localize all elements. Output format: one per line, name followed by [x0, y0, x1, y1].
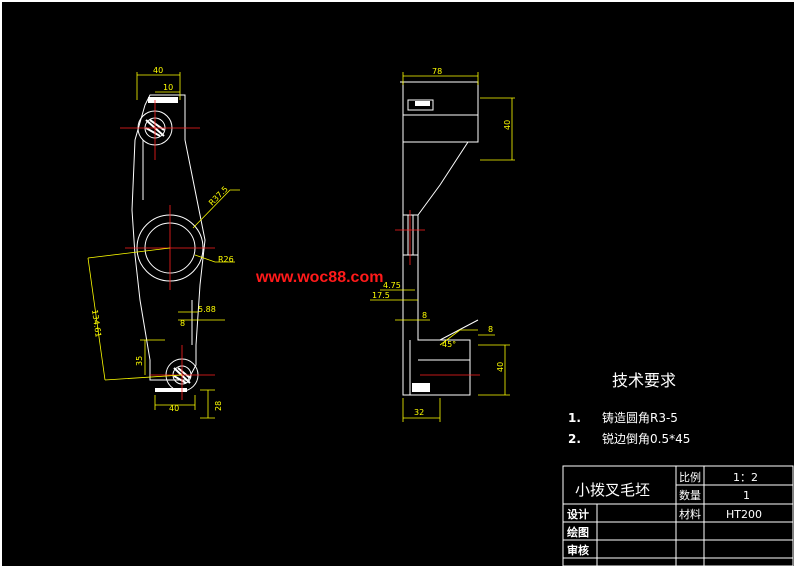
title-block: 小拨叉毛坯 比例 1：2 数量 1 材料 HT200 设计 绘图 审核 [562, 465, 794, 567]
qty-value: 1 [743, 489, 750, 502]
dim-r26-leader [194, 254, 235, 263]
side-chamfer [439, 319, 479, 341]
dim-side-top-height-line [480, 97, 515, 161]
side-view: 78 40 4.75 17.5 8 45° 8 40 32 [370, 67, 515, 422]
dim-front-bottom-width: 40 [169, 404, 179, 413]
top-flange [148, 97, 178, 103]
material-label: 材料 [679, 507, 701, 521]
dim-front-small-len: 35 [135, 356, 144, 366]
dim-top-width-line [136, 72, 181, 100]
dim-side-d4: 8 [488, 325, 493, 334]
side-lower-lines [409, 340, 470, 395]
dim-side-angle-line [439, 329, 478, 346]
dim-small-len-line [140, 339, 165, 375]
side-bottom-slot [412, 383, 430, 392]
tech-req-num-2: 2. [568, 432, 581, 446]
side-centerline-mid [395, 210, 425, 265]
mid-centerline [125, 205, 215, 290]
dim-side-bottom-height: 40 [496, 362, 505, 372]
dim-front-r37: R37.5 [207, 185, 230, 208]
dim-side-top-width-line [402, 72, 479, 85]
side-upper-lines [403, 114, 478, 143]
dim-slot-line [178, 311, 225, 321]
side-outline [400, 81, 479, 396]
dim-center-dist-line [87, 247, 183, 381]
dim-bottom-width-line [154, 395, 196, 410]
dim-front-small-a: 8 [180, 319, 185, 328]
dim-front-bottom-height: 28 [214, 401, 223, 411]
dim-front-r26: R26 [218, 255, 234, 264]
material-value: HT200 [726, 508, 762, 521]
scale-label: 比例 [679, 470, 701, 484]
dim-side-small-lines [370, 289, 430, 321]
dim-front-top-offset: 10 [163, 83, 173, 92]
scale-value: 1：2 [733, 471, 758, 484]
bottom-flange [155, 388, 187, 392]
tech-req-num-1: 1. [568, 411, 581, 425]
front-view: 40 10 R37.5 R26 134.61 35 8 5.88 40 28 [87, 66, 240, 419]
tech-req-text-1: 铸造圆角R3-5 [602, 410, 678, 425]
dim-side-bottom-width-line [402, 398, 441, 422]
dim-front-slot: 5.88 [198, 305, 216, 314]
bottom-centerline [150, 345, 215, 400]
tech-req-title: 技术要求 [612, 371, 676, 390]
dim-side-top-height: 40 [503, 120, 512, 130]
dim-r37-leader [192, 189, 240, 229]
side-top-slot [407, 99, 434, 111]
dim-side-bottom-height-line [478, 344, 510, 396]
inner-edges [142, 140, 193, 345]
dim-side-top-width: 78 [432, 67, 442, 76]
dim-front-center-dist: 134.61 [90, 309, 103, 338]
dim-side-angle: 45° [442, 340, 456, 349]
dim-side-d1: 4.75 [383, 281, 401, 290]
review-label: 审核 [567, 543, 589, 557]
side-top-slot-fill [415, 101, 430, 106]
tech-req-text-2: 锐边倒角0.5*45 [602, 432, 690, 446]
draw-label: 绘图 [567, 525, 589, 539]
side-mid-lines [403, 214, 418, 256]
watermark-text: www.woc88.com [255, 269, 383, 286]
title-block-border [562, 465, 794, 567]
dim-side-d2: 17.5 [372, 291, 390, 300]
dim-bottom-height-line [200, 389, 215, 419]
qty-label: 数量 [679, 489, 701, 502]
part-name: 小拨叉毛坯 [575, 481, 650, 499]
design-label: 设计 [567, 507, 589, 521]
top-centerline [120, 100, 200, 160]
title-block-grid [563, 466, 793, 566]
dim-side-d3: 8 [422, 311, 427, 320]
tech-requirements: 技术要求 1. 铸造圆角R3-5 2. 锐边倒角0.5*45 [568, 371, 690, 446]
dim-front-top-width: 40 [153, 66, 163, 75]
dim-side-bottom-width: 32 [414, 408, 424, 417]
